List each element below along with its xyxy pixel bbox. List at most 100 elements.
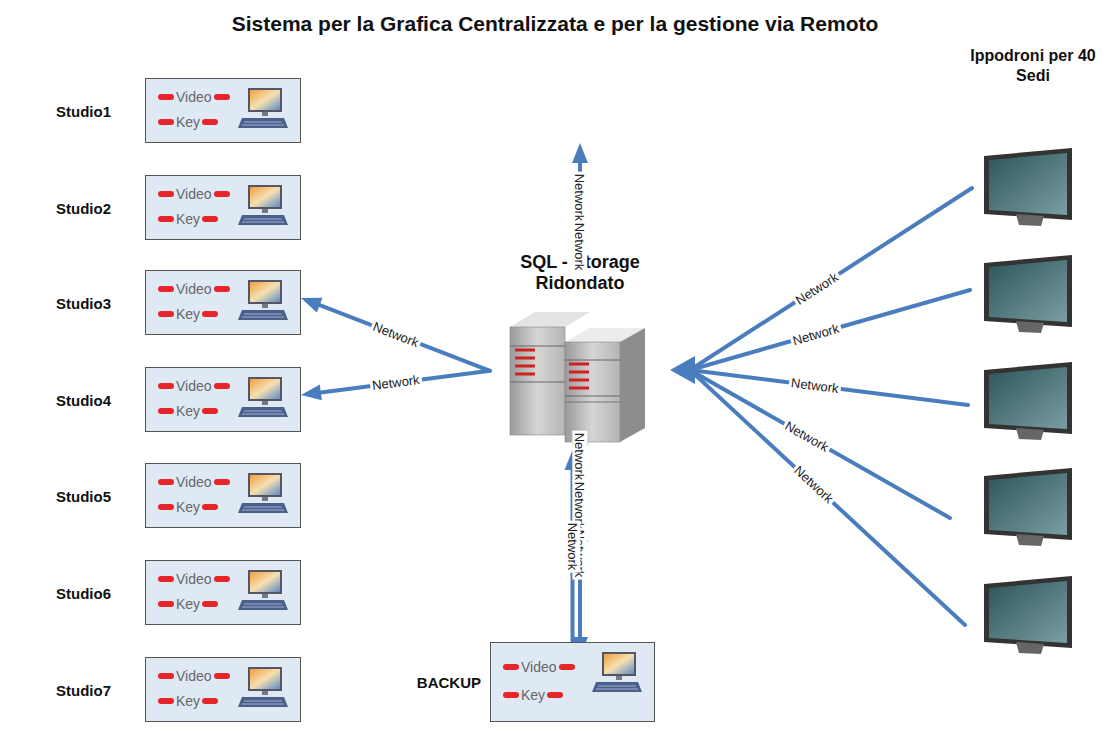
- arrow-head: [670, 356, 695, 384]
- computer-icon-use: [238, 473, 288, 513]
- red-bar: [214, 383, 230, 389]
- signal-row: Video: [158, 571, 230, 587]
- signal-row: Video: [158, 186, 230, 202]
- signal-row: Key: [158, 499, 218, 515]
- studio-box: Studio5VideoKey: [145, 463, 301, 528]
- connector-line: [319, 371, 490, 393]
- connector-label: Network: [791, 268, 843, 309]
- connector-line: [318, 304, 490, 370]
- signal-name: Video: [174, 668, 214, 684]
- red-bar: [214, 94, 230, 100]
- connector-label: Network: [369, 372, 422, 393]
- studio-box: Studio4VideoKey: [145, 367, 301, 432]
- signal-row: Video: [158, 89, 230, 105]
- signal-row: Key: [158, 596, 218, 612]
- box-heading: Studio2: [56, 199, 111, 216]
- connector-label: Network: [789, 375, 842, 396]
- studio-box: Studio3VideoKey: [145, 270, 301, 335]
- network-connector: [301, 371, 490, 401]
- red-bar: [158, 698, 174, 704]
- computer-icon: [238, 377, 288, 421]
- connector-label: Network: [565, 520, 580, 572]
- signal-row: Video: [158, 281, 230, 297]
- red-bar: [214, 286, 230, 292]
- red-bar: [158, 479, 174, 485]
- monitor-icons: [984, 148, 1072, 654]
- network-connector: [301, 298, 490, 371]
- red-bar: [158, 286, 174, 292]
- computer-icon: [238, 570, 288, 614]
- arrow-head: [572, 143, 588, 163]
- connector-label: Network: [790, 462, 838, 508]
- red-bar: [547, 692, 563, 698]
- red-bar: [158, 311, 174, 317]
- red-bar: [158, 216, 174, 222]
- red-bar: [214, 479, 230, 485]
- red-bar: [202, 311, 218, 317]
- signal-row: Video: [158, 474, 230, 490]
- signal-name: Video: [174, 571, 214, 587]
- signal-name: Key: [174, 693, 202, 709]
- red-bar: [202, 408, 218, 414]
- signal-name: Key: [174, 114, 202, 130]
- signal-row: Key: [158, 114, 218, 130]
- signal-name: Key: [174, 211, 202, 227]
- signal-name: Key: [174, 499, 202, 515]
- diagram-title: Sistema per la Grafica Centralizzata e p…: [0, 12, 1110, 36]
- red-bar: [214, 576, 230, 582]
- server-node: SQL - Storage Ridondato: [490, 252, 670, 450]
- studio-box: Studio6VideoKey: [145, 560, 301, 625]
- connector-label: Network: [573, 172, 588, 224]
- signal-name: Key: [174, 596, 202, 612]
- red-bar: [158, 576, 174, 582]
- studio-box: Studio7VideoKey: [145, 657, 301, 722]
- box-heading: BACKUP: [417, 674, 481, 691]
- computer-icon: [238, 667, 288, 711]
- connector-label: Network: [789, 320, 843, 349]
- box-heading: Studio7: [56, 681, 111, 698]
- signal-name: Video: [174, 474, 214, 490]
- box-heading: Studio3: [56, 294, 111, 311]
- computer-icon: [238, 280, 288, 324]
- side-heading: Ippodroni per 40 Sedi: [958, 46, 1108, 86]
- signal-row: Video: [158, 378, 230, 394]
- red-bar: [214, 191, 230, 197]
- signal-row: Key: [158, 211, 218, 227]
- red-bar: [158, 673, 174, 679]
- studio-box: BACKUPVideoKey: [490, 642, 655, 722]
- computer-icon-use: [238, 570, 288, 610]
- arrow-head: [301, 298, 323, 313]
- box-heading: Studio5: [56, 487, 111, 504]
- signal-name: Video: [519, 659, 559, 675]
- computer-icon-use: [238, 280, 288, 320]
- red-bar: [202, 698, 218, 704]
- signal-name: Video: [174, 89, 214, 105]
- red-bar: [158, 601, 174, 607]
- connector-label: Network: [781, 417, 833, 456]
- red-bar: [503, 692, 519, 698]
- connector-label: Network: [573, 431, 588, 483]
- signal-row: Key: [158, 306, 218, 322]
- signal-name: Key: [174, 306, 202, 322]
- connector-label: Network: [573, 220, 588, 272]
- red-bar: [202, 119, 218, 125]
- box-heading: Studio6: [56, 584, 111, 601]
- red-bar: [158, 94, 174, 100]
- signal-name: Video: [174, 281, 214, 297]
- monitor-lines: [690, 188, 972, 625]
- signal-name: Key: [174, 403, 202, 419]
- red-bar: [158, 504, 174, 510]
- computer-icon-use: [592, 652, 642, 692]
- computer-icon-use: [238, 377, 288, 417]
- computer-icon-use: [238, 667, 288, 707]
- arrow-head: [301, 384, 322, 400]
- signal-row: Video: [503, 659, 575, 675]
- signal-row: Key: [158, 403, 218, 419]
- red-bar: [158, 119, 174, 125]
- red-bar: [503, 664, 519, 670]
- server-illustration-use: [510, 312, 645, 442]
- signal-name: Video: [174, 378, 214, 394]
- computer-icon-use: [238, 185, 288, 225]
- connector-label: Network: [369, 318, 423, 351]
- server-illustration: [505, 302, 655, 447]
